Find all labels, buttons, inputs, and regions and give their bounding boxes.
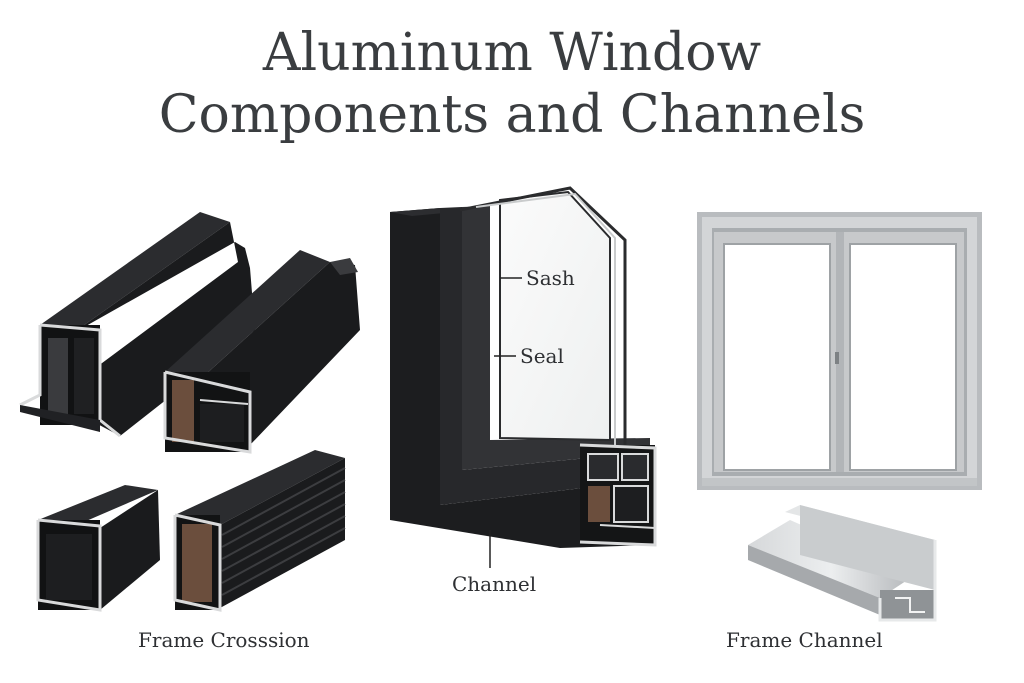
- frame-channel-extrusion: [748, 505, 937, 622]
- profile-bottom-left: [36, 485, 160, 612]
- page-title: Aluminum Window Components and Channels: [0, 22, 1024, 146]
- caption-frame-channel: Frame Channel: [726, 628, 883, 652]
- title-line-2: Components and Channels: [158, 85, 866, 145]
- profile-top-left: [19, 212, 255, 438]
- caption-frame-crosssion: Frame Crosssion: [138, 628, 310, 652]
- title-line-1: Aluminum Window: [262, 23, 762, 83]
- label-channel: Channel: [452, 572, 537, 596]
- label-sash: Sash: [526, 266, 575, 290]
- profile-bottom-right: [173, 450, 346, 612]
- label-seal: Seal: [520, 344, 564, 368]
- window-corner-section: [390, 186, 657, 548]
- profile-top-right: [163, 250, 360, 454]
- sliding-window: [697, 212, 982, 490]
